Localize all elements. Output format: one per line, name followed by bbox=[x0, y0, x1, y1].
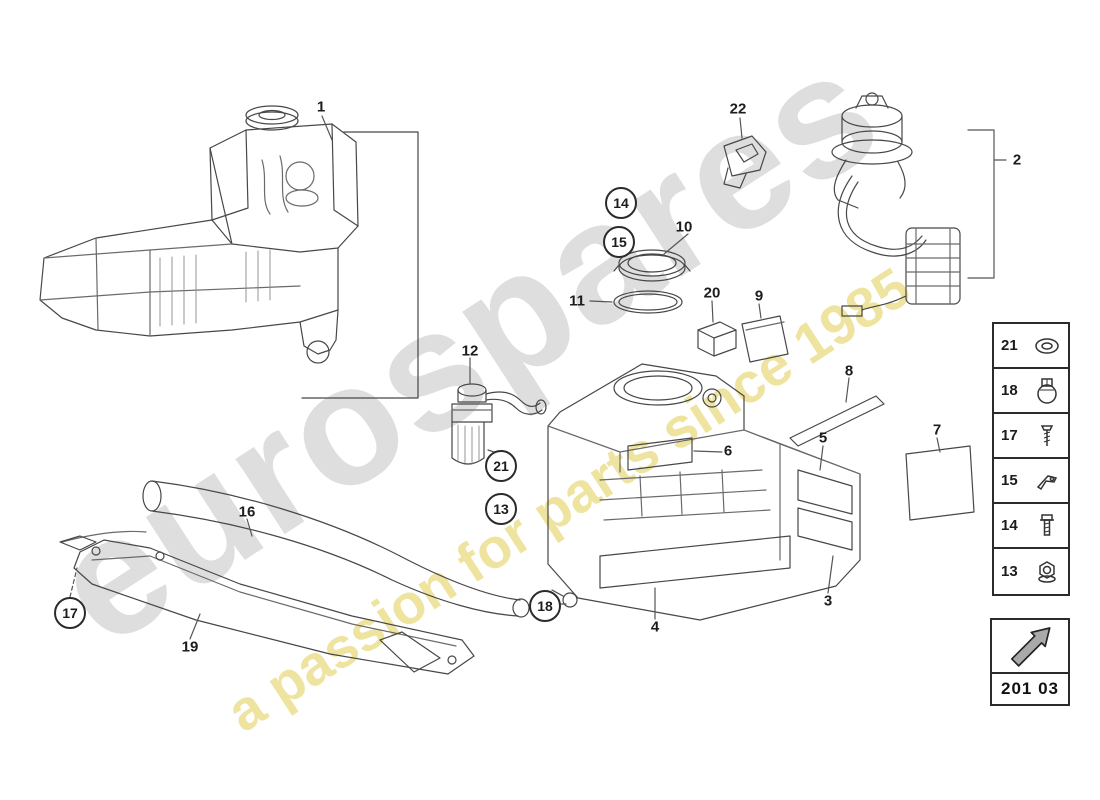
callout-21[interactable]: 21 bbox=[485, 450, 517, 482]
callout-3[interactable]: 3 bbox=[823, 592, 833, 610]
fuel-tank-drawing bbox=[547, 363, 861, 621]
callout-8[interactable]: 8 bbox=[844, 362, 854, 380]
fastener-row-13[interactable]: 13 bbox=[994, 549, 1068, 594]
callout-12[interactable]: 12 bbox=[461, 342, 479, 360]
fastener-number: 17 bbox=[1001, 427, 1018, 444]
callout-4[interactable]: 4 bbox=[650, 618, 660, 636]
screw-icon bbox=[1031, 419, 1063, 453]
strip-pad-drawing bbox=[789, 395, 885, 447]
callout-15[interactable]: 15 bbox=[603, 226, 635, 258]
arrow-up-right-icon bbox=[1010, 627, 1051, 667]
hose-clamp-icon bbox=[1031, 374, 1063, 408]
o-ring-drawing bbox=[613, 290, 683, 314]
callout-14[interactable]: 14 bbox=[605, 187, 637, 219]
frame-bracket bbox=[301, 131, 419, 399]
callout-6[interactable]: 6 bbox=[723, 442, 733, 460]
fastener-number: 18 bbox=[1001, 382, 1018, 399]
callout-16[interactable]: 16 bbox=[238, 503, 256, 521]
fastener-number: 15 bbox=[1001, 472, 1018, 489]
side-pad-drawing bbox=[905, 445, 975, 521]
callout-2[interactable]: 2 bbox=[1012, 151, 1022, 169]
fastener-row-15[interactable]: 15 bbox=[994, 459, 1068, 504]
callout-17[interactable]: 17 bbox=[54, 597, 86, 629]
callout-11[interactable]: 11 bbox=[569, 292, 585, 310]
callout-5[interactable]: 5 bbox=[818, 429, 828, 447]
page-code: 201 03 bbox=[1001, 679, 1059, 698]
fastener-row-14[interactable]: 14 bbox=[994, 504, 1068, 549]
vent-valve-pump-drawing bbox=[451, 383, 547, 465]
sensor-22-drawing bbox=[723, 135, 767, 189]
heat-shield-drawing bbox=[59, 535, 475, 675]
filler-pipe-drawing bbox=[61, 480, 530, 618]
leader-lines bbox=[69, 115, 1007, 640]
callout-9[interactable]: 9 bbox=[754, 287, 764, 305]
foam-pad-drawing bbox=[741, 315, 789, 363]
fastener-row-17[interactable]: 17 bbox=[994, 414, 1068, 459]
washer-icon bbox=[1031, 329, 1063, 363]
rubber-cube-drawing bbox=[697, 321, 737, 357]
fastener-row-21[interactable]: 21 bbox=[994, 324, 1068, 369]
washer-tank-drawing bbox=[39, 105, 359, 364]
nav-box: 201 03 bbox=[990, 618, 1070, 706]
callout-10[interactable]: 10 bbox=[675, 218, 693, 236]
nut-icon bbox=[1031, 555, 1063, 589]
clip-key-icon bbox=[1031, 464, 1063, 498]
callout-22[interactable]: 22 bbox=[729, 100, 747, 118]
fastener-table: 21 18 17 bbox=[992, 322, 1070, 596]
locking-ring-drawing bbox=[613, 249, 691, 282]
bolt-icon bbox=[1031, 509, 1063, 543]
fastener-row-18[interactable]: 18 bbox=[994, 369, 1068, 414]
callout-7[interactable]: 7 bbox=[932, 421, 942, 439]
fastener-number: 14 bbox=[1001, 517, 1018, 534]
fuel-sender-drawing bbox=[831, 92, 961, 317]
callout-19[interactable]: 19 bbox=[181, 638, 199, 656]
next-page-button[interactable] bbox=[992, 620, 1068, 674]
callout-20[interactable]: 20 bbox=[703, 284, 721, 302]
fastener-number: 13 bbox=[1001, 563, 1018, 580]
fastener-number: 21 bbox=[1001, 337, 1018, 354]
callout-18[interactable]: 18 bbox=[529, 590, 561, 622]
callout-1[interactable]: 1 bbox=[316, 98, 326, 116]
callout-13[interactable]: 13 bbox=[485, 493, 517, 525]
